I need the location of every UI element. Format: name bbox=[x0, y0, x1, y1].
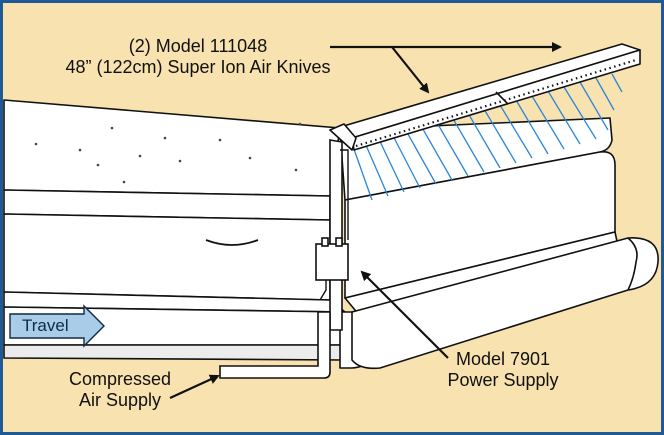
air-knives-model: (2) Model 111048 bbox=[128, 36, 268, 56]
mount-post bbox=[329, 139, 343, 331]
power-supply-description: Power Supply bbox=[447, 370, 559, 390]
web-particles bbox=[34, 122, 302, 184]
ion-lines bbox=[349, 73, 623, 201]
air-knife-beam bbox=[329, 43, 641, 201]
air-supply-line1: Compressed bbox=[68, 369, 172, 389]
power-supply-box bbox=[315, 237, 349, 281]
air-supply-line2: Air Supply bbox=[78, 390, 162, 410]
air-knives-description: 48” (122cm) Super Ion Air Knives bbox=[65, 57, 331, 77]
power-supply-label: Model 7901 Power Supply bbox=[418, 349, 588, 391]
power-supply-arrow bbox=[360, 270, 449, 359]
air-supply-arrow bbox=[169, 374, 220, 399]
callout-arrows bbox=[169, 42, 562, 399]
air-supply-label: Compressed Air Supply bbox=[40, 369, 200, 411]
air-knives-label: (2) Model 111048 48” (122cm) Super Ion A… bbox=[48, 36, 348, 78]
knives-arrow-2 bbox=[391, 46, 430, 94]
conveyor-right bbox=[339, 117, 659, 370]
travel-arrow bbox=[9, 304, 105, 348]
conveyor-left bbox=[3, 99, 379, 369]
power-supply-model: Model 7901 bbox=[455, 349, 551, 369]
travel-label: Travel bbox=[22, 316, 69, 335]
air-hose bbox=[219, 311, 331, 379]
